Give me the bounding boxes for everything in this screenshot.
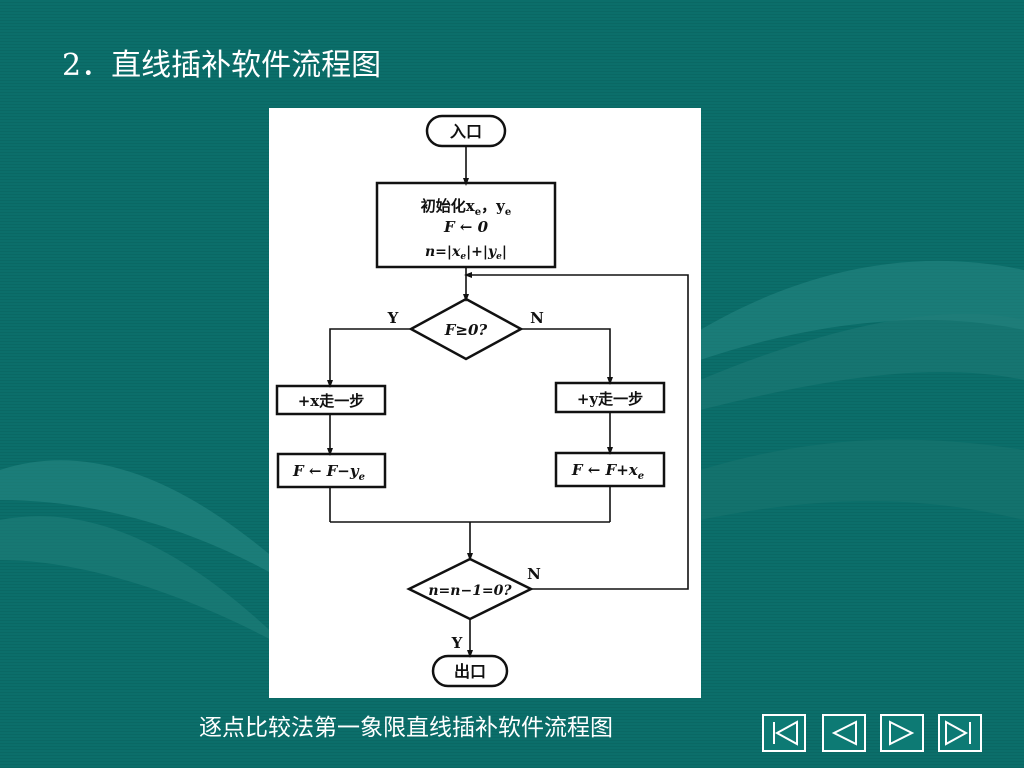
flow-loop-back: [464, 272, 689, 590]
slide-title: 2．直线插补软件流程图: [62, 48, 382, 83]
flow-line-no: [521, 328, 613, 385]
next-page-button[interactable]: [880, 714, 924, 752]
exit-label: 出口: [454, 662, 486, 681]
update-fy-label: F ← F+xe: [571, 461, 644, 482]
update-fx-box: [276, 452, 387, 489]
entry-label: 入口: [450, 122, 482, 141]
previous-page-icon: [831, 720, 857, 746]
update-fx-label: F ← F−ye: [292, 462, 365, 483]
decision-f-diamond: [408, 297, 524, 361]
step-y-label: +y走一步: [577, 390, 643, 408]
flowchart-diagram: 入口 初始化xe，ye F ← 0 n=|xe|+|ye| F≥0? Y N +…: [275, 114, 689, 688]
figure-caption: 逐点比较法第一象限直线插补软件流程图: [199, 715, 613, 741]
flow-line-yes: [327, 328, 411, 388]
first-page-button[interactable]: [762, 714, 806, 752]
decision-f-label: F≥0?: [444, 321, 488, 339]
exit-terminal: [431, 654, 509, 688]
step-x-box: [275, 384, 387, 416]
flowchart-panel: 入口 初始化xe，ye F ← 0 n=|xe|+|ye| F≥0? Y N +…: [269, 108, 701, 698]
last-page-button[interactable]: [938, 714, 982, 752]
decision-f-yes-label: Y: [387, 309, 399, 327]
last-page-icon: [945, 720, 971, 746]
decision-n-no-label: N: [527, 565, 541, 583]
init-line3: n=|xe|+|ye|: [425, 244, 507, 262]
step-x-label: +x走一步: [298, 392, 365, 410]
decision-n-yes-label: Y: [451, 634, 463, 652]
init-line2: F ← 0: [443, 218, 489, 236]
next-page-icon: [889, 720, 915, 746]
init-line1: 初始化xe，ye: [421, 197, 511, 218]
previous-page-button[interactable]: [822, 714, 866, 752]
decision-f-no-label: N: [530, 309, 544, 327]
first-page-icon: [773, 720, 798, 746]
decision-n-label: n=n−1=0?: [428, 583, 512, 599]
